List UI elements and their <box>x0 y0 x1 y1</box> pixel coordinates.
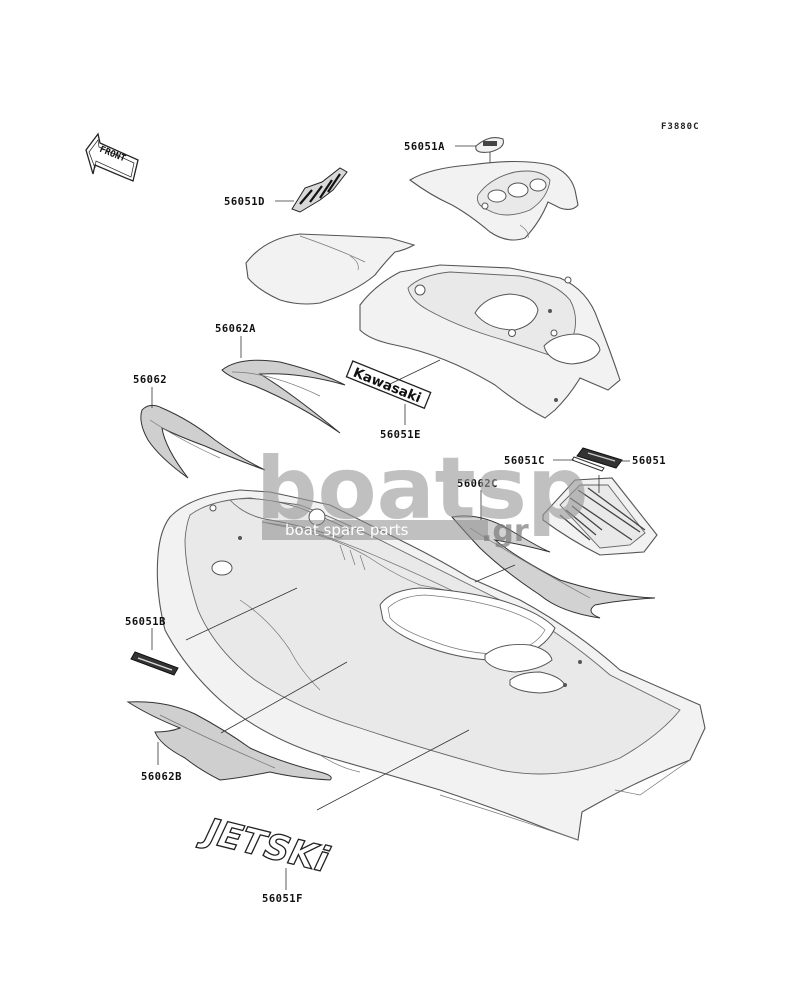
callout-56062: 56062 <box>133 374 167 386</box>
decal-56051b <box>130 651 179 676</box>
decal-56051c <box>571 456 605 472</box>
deck-console <box>359 264 621 419</box>
badge-56051a <box>475 137 505 153</box>
watermark-main: boatsp <box>256 439 589 539</box>
callout-56051c: 56051C <box>504 455 545 467</box>
front-arrow-icon: FRONT <box>85 132 139 182</box>
watermark-logo: boatsp .gr boat spare parts <box>256 439 589 549</box>
callout-56051f: 56051F <box>262 893 303 905</box>
callout-56051d: 56051D <box>224 196 265 208</box>
seat-cover <box>245 233 416 305</box>
decal-56051d <box>291 167 348 213</box>
callout-56051a: 56051A <box>404 141 445 153</box>
watermark-tagline: boat spare parts <box>285 521 409 539</box>
hull <box>156 489 706 841</box>
callout-56051b: 56051B <box>125 616 166 628</box>
callout-56051: 56051 <box>632 455 666 467</box>
callout-56051e: 56051E <box>380 429 421 441</box>
diagram-code: F3880C <box>661 122 700 132</box>
decal-jetski: JETSKi <box>195 810 334 882</box>
stripe-56062 <box>140 404 266 479</box>
handlebar-cover <box>409 160 579 241</box>
jetski-decal-text: JETSKi <box>195 810 333 881</box>
callout-56062a: 56062A <box>215 323 256 335</box>
callout-56062b: 56062B <box>141 771 182 783</box>
storage-bin <box>542 475 658 556</box>
watermark-tld: .gr <box>481 514 529 549</box>
stripe-56062b <box>126 701 332 781</box>
decal-56051 <box>576 447 623 469</box>
callout-56062c: 56062C <box>457 478 498 490</box>
stripe-56062a <box>221 359 346 434</box>
decal-kawasaki: Kawasaki <box>345 360 432 410</box>
